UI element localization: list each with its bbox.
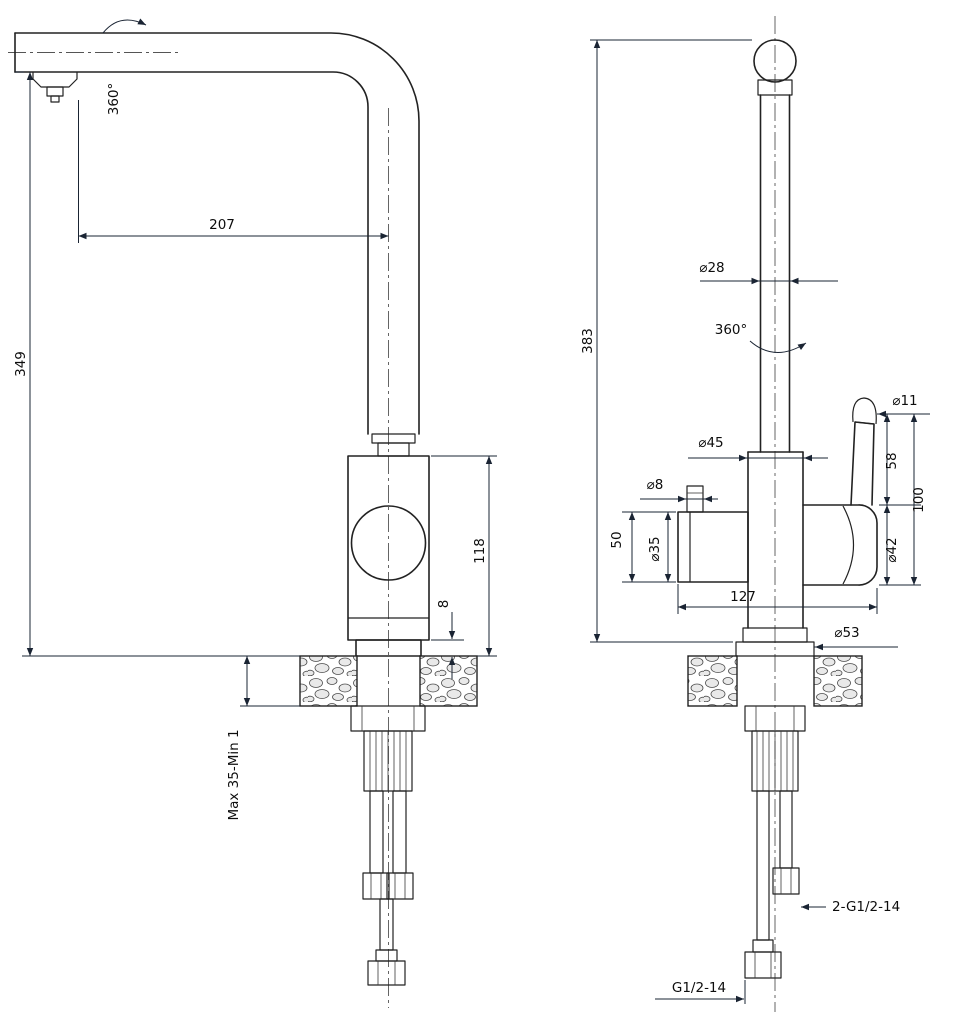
rotation-arrow-icon-front: [749, 340, 807, 353]
dimension-handle-height-100: 100: [910, 414, 927, 585]
handle-face-line: [842, 505, 855, 585]
side-view: 207 349 360° 118 8 Max 35-Min 1: [8, 18, 497, 1008]
riser-neck: [377, 442, 410, 457]
dimension-outlet-dia-35: ⌀35: [647, 512, 672, 582]
hose-connector-left-side: [362, 872, 390, 900]
dimension-nozzle-dia-8: ⌀8: [640, 477, 718, 503]
label-lever-length: 58: [884, 452, 900, 469]
label-single-thread: G1/2-14: [672, 980, 726, 996]
dimension-body-dia-45: ⌀45: [688, 435, 828, 462]
aerator-nub: [50, 95, 60, 103]
handle-body: [802, 504, 878, 586]
label-deck-thickness: Max 35-Min 1: [226, 729, 242, 820]
hose-end-collar-front: [752, 939, 774, 953]
label-height: 349: [13, 351, 29, 377]
label-reach: 207: [209, 217, 235, 233]
supply-hose-left-side: [369, 790, 384, 874]
dimension-handle-dia-42: ⌀42: [879, 505, 921, 586]
riser-front: [753, 39, 797, 453]
lever-tip: [852, 397, 877, 425]
dimension-outlet-height-50: 50: [609, 511, 676, 583]
rotation-arrow-icon: [102, 18, 147, 34]
aerator: [32, 72, 78, 88]
rotation-360-side: 360°: [102, 18, 147, 116]
front-view: 383 ⌀28 360° ⌀45 ⌀8 50: [580, 16, 930, 1012]
mounting-flange-side: [355, 639, 422, 657]
callout-single-thread: G1/2-14: [655, 980, 746, 1004]
dimension-body-118: 118: [431, 455, 497, 657]
countertop-left-block: [299, 655, 358, 707]
hose-end-nut-front: [744, 951, 782, 979]
dimension-total-height-383: 383: [580, 39, 752, 643]
lower-hose-side: [379, 898, 394, 951]
label-base-width: 127: [730, 589, 756, 605]
label-outlet-dia: ⌀35: [647, 536, 663, 561]
swivel-collar: [757, 79, 793, 96]
label-nozzle-dia: ⌀8: [647, 477, 664, 493]
label-flange-dia: ⌀53: [834, 625, 859, 641]
dimension-height-349: 349: [13, 71, 300, 657]
lever-arm: [850, 421, 875, 506]
spout-top-circle: [753, 39, 797, 83]
hose-connector-front: [772, 867, 800, 895]
label-flange-offset: 8: [436, 600, 452, 609]
supply-hose-right-side: [392, 790, 407, 874]
riser-collar: [371, 433, 416, 444]
hose-end-collar-side: [375, 949, 398, 962]
countertop-right-block-front: [813, 655, 863, 707]
callout-pair-thread: 2-G1/2-14: [801, 899, 900, 915]
dimension-pipe-dia-28: ⌀28: [699, 260, 838, 285]
base-flange-lower: [735, 641, 815, 657]
dimension-lever-dia-11: ⌀11: [877, 393, 930, 418]
rotation-360-front: 360°: [715, 322, 807, 353]
label-swivel-front: 360°: [715, 322, 748, 338]
label-body-height: 118: [472, 538, 488, 564]
supply-hose-short-front: [779, 790, 793, 869]
label-pair-thread: 2-G1/2-14: [832, 899, 900, 915]
countertop-right-block: [419, 655, 478, 707]
valve-body-front: [677, 397, 878, 657]
under-counter-side: [350, 705, 426, 986]
label-total-height: 383: [580, 328, 596, 354]
label-body-dia: ⌀45: [698, 435, 723, 451]
dimension-reach-207: 207: [78, 100, 389, 243]
side-outlet: [677, 511, 749, 583]
countertop-left-block-front: [687, 655, 738, 707]
supply-hose-long-front: [756, 790, 770, 941]
mixer-sphere: [350, 505, 427, 581]
label-pipe-dia: ⌀28: [699, 260, 724, 276]
dimension-flange-8: 8: [431, 600, 464, 679]
label-handle-height: 100: [911, 487, 927, 513]
spout-and-riser: [14, 32, 420, 457]
label-outlet-height: 50: [609, 531, 625, 548]
dimension-deck-thickness: Max 35-Min 1: [226, 656, 300, 821]
label-handle-dia: ⌀42: [884, 537, 900, 562]
aerator-tip: [46, 86, 64, 97]
dimension-base-width-127: 127: [677, 584, 878, 614]
label-swivel-side: 360°: [106, 83, 122, 116]
label-lever-dia: ⌀11: [892, 393, 917, 409]
hose-end-nut-side: [367, 960, 406, 986]
under-counter-front: [744, 705, 806, 979]
valve-body-side: [347, 455, 430, 657]
dimension-flange-dia-53: ⌀53: [814, 625, 898, 651]
hose-connector-right-side: [386, 872, 414, 900]
